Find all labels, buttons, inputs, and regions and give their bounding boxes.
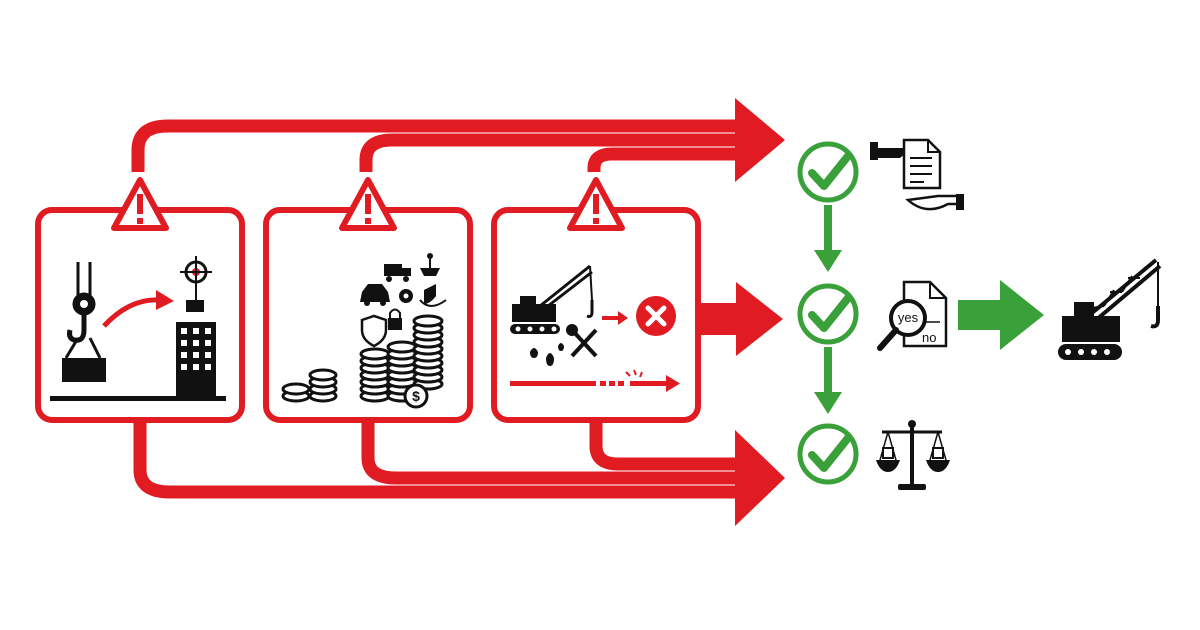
drone-icon (420, 253, 440, 276)
bottom-arrow-head (735, 430, 785, 526)
middle-arrow-shaft (694, 303, 742, 335)
gear-icon (399, 289, 413, 303)
connector-box2-to-bottom (361, 420, 745, 485)
crane-icon (510, 264, 594, 334)
crane-hook-load-icon (62, 262, 106, 382)
green-down-head-2 (814, 392, 842, 414)
contract-handover-icon (870, 138, 964, 211)
protect-hands-icon (419, 284, 447, 307)
oil-drops-icon (530, 343, 564, 366)
warning-triangle-icon (567, 177, 625, 231)
yes-no-review-icon: no yes (877, 280, 948, 351)
green-right-shaft (958, 300, 1004, 330)
crawler-crane-icon (1058, 258, 1162, 360)
risk-box-cost: $ (263, 177, 473, 423)
target-building-icon (176, 256, 216, 398)
balance-scale-icon (876, 420, 950, 490)
warning-triangle-icon (111, 177, 169, 231)
coin-stack-tall-2 (386, 340, 418, 403)
red-x-icon (636, 296, 676, 336)
green-right-head (1000, 280, 1044, 350)
truck-icon (384, 264, 411, 282)
green-check-icon (797, 423, 859, 485)
green-flow (797, 141, 1044, 485)
coin-stack-small-1 (281, 382, 311, 403)
green-down-shaft-1 (824, 205, 832, 255)
magnifier-icon: yes (877, 299, 927, 351)
bottom-connectors (133, 420, 745, 499)
green-check-icon (797, 141, 859, 203)
green-down-shaft-2 (824, 347, 832, 395)
coin-stacks-icon: $ (281, 314, 444, 409)
move-arrow-icon (102, 290, 174, 328)
failure-arrow-icon (602, 311, 628, 325)
middle-arrow-head (736, 282, 783, 356)
wrench-screwdriver-icon (566, 324, 598, 358)
connector-box3-to-top (587, 147, 745, 175)
connector-box2-to-top (359, 133, 745, 172)
green-check-icon (797, 283, 859, 345)
lock-icon (388, 308, 402, 330)
asset-icons (360, 253, 447, 348)
green-down-head-1 (814, 250, 842, 272)
yes-label: yes (898, 310, 919, 325)
top-connectors (131, 119, 745, 175)
svg-text:$: $ (412, 388, 420, 404)
top-arrow-head (735, 98, 785, 182)
connector-box1-to-bottom (133, 420, 745, 499)
no-label: no (922, 330, 936, 345)
coin-stack-tall-3 (412, 314, 444, 391)
ground-line (50, 396, 226, 401)
coin-stack-tall-1 (359, 347, 391, 403)
car-icon (360, 284, 390, 306)
risk-box-lifting (35, 177, 245, 423)
coin-stack-small-2 (308, 368, 338, 403)
risk-box-equipment (491, 177, 701, 423)
dollar-coin-icon: $ (403, 383, 429, 409)
shield-icon (360, 314, 388, 348)
warning-triangle-icon (339, 177, 397, 231)
connector-box1-to-top (131, 119, 745, 172)
connector-box3-to-bottom (589, 420, 745, 471)
broken-timeline-icon (510, 369, 680, 392)
